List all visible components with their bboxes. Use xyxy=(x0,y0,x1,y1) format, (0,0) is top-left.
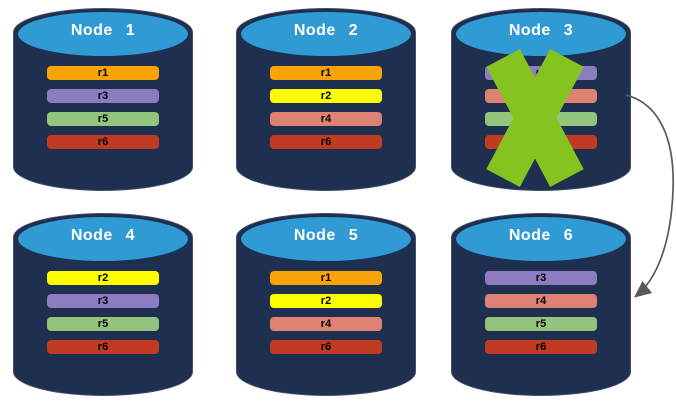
replica-label: r1 xyxy=(320,67,332,79)
node-cylinder-4: Node 4 r2 r3 r5 r6 xyxy=(13,213,193,396)
replica-bar: r1 xyxy=(270,66,382,80)
replica-bar: r4 xyxy=(485,294,597,308)
replica-bar: r4 xyxy=(270,317,382,331)
replica-bar: r6 xyxy=(47,340,159,354)
replica-bar: r3 xyxy=(47,89,159,103)
replica-bar: r3 xyxy=(47,294,159,308)
replica-label: r6 xyxy=(97,341,109,353)
replica-label: r6 xyxy=(97,136,109,148)
replica-label: r6 xyxy=(535,341,547,353)
cylinder-top xyxy=(455,216,627,262)
replica-bar: r2 xyxy=(270,294,382,308)
replica-bar: r5 xyxy=(47,317,159,331)
node-title: Node 4 xyxy=(70,227,136,244)
replica-list: r1 r2 r4 r6 xyxy=(270,66,382,149)
replica-label: r2 xyxy=(320,90,332,102)
node-title: Node 2 xyxy=(293,22,359,39)
node-title: Node 5 xyxy=(293,227,359,244)
replica-bar: r5 xyxy=(47,112,159,126)
replica-bar: r6 xyxy=(47,135,159,149)
node-cylinder-1: Node 1 r1 r3 r5 r6 xyxy=(13,8,193,191)
replica-label: r4 xyxy=(535,295,547,307)
failure-x-icon xyxy=(486,49,584,187)
cylinder-top xyxy=(17,216,189,262)
replica-label: r5 xyxy=(97,318,109,330)
replica-bar: r1 xyxy=(47,66,159,80)
node-cylinder-6: Node 6 r3 r4 r5 r6 xyxy=(451,213,631,396)
replica-label: r6 xyxy=(320,341,332,353)
replica-bar: r4 xyxy=(270,112,382,126)
replica-label: r3 xyxy=(535,272,547,284)
replica-label: r4 xyxy=(320,318,332,330)
node-cylinder-3: Node 3 r3 r4 r5 r6 xyxy=(451,8,631,191)
node-cylinder-5: Node 5 r1 r2 r4 r6 xyxy=(236,213,416,396)
replica-label: r3 xyxy=(97,90,109,102)
node-cylinder-2: Node 2 r1 r2 r4 r6 xyxy=(236,8,416,191)
replica-label: r5 xyxy=(97,113,109,125)
replica-bar: r2 xyxy=(47,271,159,285)
replica-bar: r6 xyxy=(270,340,382,354)
replica-list: r2 r3 r5 r6 xyxy=(47,271,159,354)
replica-list: r3 r4 r5 r6 xyxy=(485,271,597,354)
node-title: Node 6 xyxy=(508,227,574,244)
replica-label: r3 xyxy=(97,295,109,307)
replica-label: r4 xyxy=(320,113,332,125)
cylinder-top xyxy=(240,216,412,262)
replica-bar: r3 xyxy=(485,271,597,285)
replica-label: r1 xyxy=(97,67,109,79)
replica-bar: r2 xyxy=(270,89,382,103)
replica-label: r2 xyxy=(320,295,332,307)
node-title: Node 1 xyxy=(70,22,136,39)
cylinder-top xyxy=(455,11,627,57)
replica-list: r1 r2 r4 r6 xyxy=(270,271,382,354)
replica-bar: r1 xyxy=(270,271,382,285)
node-title: Node 3 xyxy=(508,22,574,39)
replica-label: r6 xyxy=(320,136,332,148)
replica-bar: r6 xyxy=(270,135,382,149)
replica-label: r2 xyxy=(97,272,109,284)
replica-bar: r6 xyxy=(485,340,597,354)
replica-label: r1 xyxy=(320,272,332,284)
replica-bar: r5 xyxy=(485,317,597,331)
replica-list: r1 r3 r5 r6 xyxy=(47,66,159,149)
cylinder-top xyxy=(240,11,412,57)
replica-label: r5 xyxy=(535,318,547,330)
cylinder-top xyxy=(17,11,189,57)
